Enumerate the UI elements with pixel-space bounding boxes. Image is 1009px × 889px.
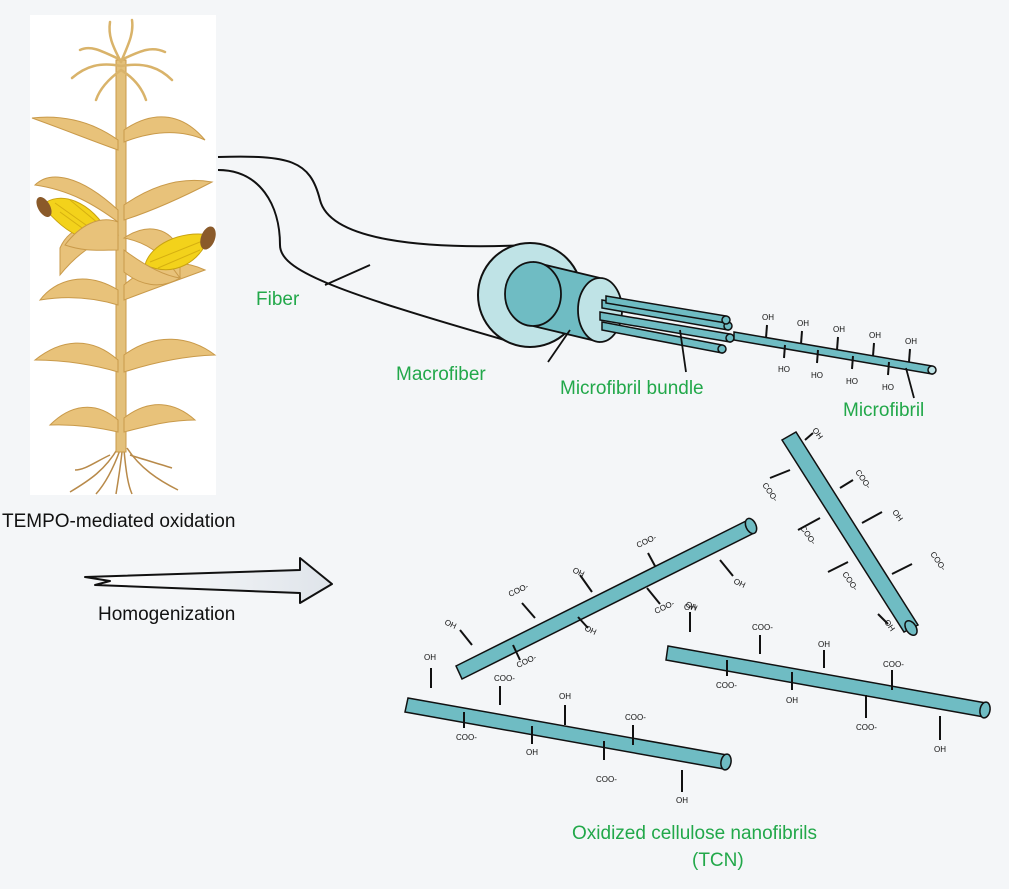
fiber-cross-section [477, 242, 735, 373]
svg-text:COO-: COO- [507, 582, 530, 599]
svg-text:OH: OH [762, 313, 774, 322]
microfibril-label: Microfibril [843, 400, 925, 421]
svg-text:OH: OH [905, 337, 917, 346]
svg-text:OH: OH [869, 331, 881, 340]
svg-text:COO-: COO- [928, 550, 948, 573]
svg-text:OH: OH [890, 508, 904, 523]
microfibril-rod [733, 324, 937, 399]
zoom-lines [217, 155, 531, 344]
svg-text:COO-: COO- [625, 713, 646, 722]
svg-text:HO: HO [846, 377, 858, 386]
svg-text:COO-: COO- [840, 570, 860, 593]
svg-text:OH: OH [583, 624, 598, 637]
microfibril-groups: OH OH OH OH OH HO HO HO HO [762, 313, 917, 392]
svg-text:OH: OH [676, 796, 688, 805]
svg-text:OH: OH [526, 748, 538, 757]
svg-text:OH: OH [443, 618, 458, 631]
svg-text:COO-: COO- [635, 533, 658, 550]
tcn-groups: OH COO- COO- COO- OH COO- COO- OH OH COO… [424, 426, 948, 805]
svg-text:OH: OH [786, 696, 798, 705]
svg-text:OH: OH [810, 426, 824, 441]
svg-text:COO-: COO- [856, 723, 877, 732]
tcn-nanofibrils [404, 430, 991, 792]
svg-text:COO-: COO- [883, 660, 904, 669]
product-label-line1: Oxidized cellulose nanofibrils [572, 823, 818, 844]
process-arrow-icon [84, 557, 333, 604]
svg-text:HO: HO [882, 383, 894, 392]
homogenization-label: Homogenization [98, 604, 236, 625]
svg-text:HO: HO [811, 371, 823, 380]
svg-text:OH: OH [559, 692, 571, 701]
svg-text:OH: OH [571, 566, 586, 579]
svg-text:COO-: COO- [760, 481, 780, 504]
svg-text:OH: OH [934, 745, 946, 754]
svg-text:OH: OH [732, 577, 747, 590]
svg-text:OH: OH [424, 653, 436, 662]
svg-text:OH: OH [818, 640, 830, 649]
macrofiber-label: Macrofiber [396, 364, 486, 385]
svg-text:COO-: COO- [798, 524, 818, 547]
svg-text:COO-: COO- [716, 681, 737, 690]
svg-text:OH: OH [684, 603, 696, 612]
svg-text:COO-: COO- [596, 775, 617, 784]
microfibril-bundle-label: Microfibril bundle [560, 378, 704, 399]
svg-text:COO-: COO- [752, 623, 773, 632]
svg-text:OH: OH [797, 319, 809, 328]
tempo-oxidation-label: TEMPO-mediated oxidation [2, 511, 236, 532]
svg-text:COO-: COO- [456, 733, 477, 742]
svg-text:HO: HO [778, 365, 790, 374]
corn-plant-icon [30, 15, 217, 495]
svg-text:COO-: COO- [853, 468, 873, 491]
product-label-line2: (TCN) [692, 850, 744, 871]
svg-text:COO-: COO- [494, 674, 515, 683]
fiber-pointer [324, 264, 371, 286]
svg-text:OH: OH [833, 325, 845, 334]
fiber-label: Fiber [256, 289, 300, 310]
